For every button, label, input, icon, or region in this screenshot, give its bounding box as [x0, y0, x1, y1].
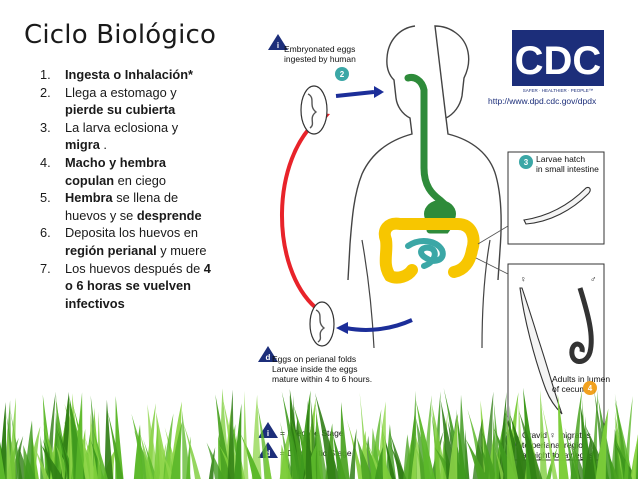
svg-text:4: 4: [588, 384, 593, 393]
list-item: 6. Deposita los huevos en región perianal…: [40, 224, 212, 259]
step-number: 6.: [40, 225, 51, 241]
stage-number-2: 2: [335, 67, 349, 81]
caption-stage-5: Gravid ♀ migrates: [522, 430, 591, 440]
list-item: 5. Hembra se llena de huevos y se despren…: [40, 189, 212, 224]
human-body-outline: [347, 25, 502, 281]
larva-icon: [523, 186, 591, 225]
caption-stage-1: Embryonated eggs: [284, 44, 355, 54]
legend-infective: = Infective Stage: [280, 428, 344, 438]
list-item: 2. Llega a estomago y pierde su cubierta: [40, 84, 212, 119]
large-intestine: [378, 217, 418, 284]
cdc-logo-tagline: SAFER · HEALTHIER · PEOPLE™: [523, 88, 593, 93]
list-item: 4. Macho y hembra copulan en ciego: [40, 154, 212, 189]
step-text-bold: región perianal: [65, 242, 157, 258]
caption-stage-5: to perianal region: [522, 440, 588, 450]
male-worm-icon: [569, 287, 594, 364]
slide-title: Ciclo Biológico: [24, 20, 217, 50]
male-symbol: ♂: [590, 274, 596, 284]
step-text: en ciego: [114, 172, 166, 188]
egg-perianal: [309, 301, 335, 347]
list-item: 3. La larva eclosiona y migra .: [40, 119, 212, 154]
step-text: Deposita los huevos en: [65, 225, 199, 241]
list-item: 1. Ingesta o Inhalación*: [40, 66, 212, 84]
stage-marker-diagnostic: d: [258, 346, 278, 362]
small-intestine: [405, 238, 446, 269]
step-text: Los huevos después de: [65, 260, 204, 276]
step-text: La larva eclosiona y: [65, 119, 179, 135]
stage-number-5: 5: [505, 433, 519, 447]
step-text: se llena de huevos y se: [65, 190, 179, 223]
cdc-logo-text: CDC: [515, 39, 602, 83]
life-cycle-diagram: CDC SAFER · HEALTHIER · PEOPLE™ http://w…: [250, 18, 618, 466]
svg-text:d: d: [266, 353, 271, 362]
cdc-logo: CDC SAFER · HEALTHIER · PEOPLE™: [512, 30, 604, 93]
caption-stage-3: Larvae hatch: [536, 154, 585, 164]
cycle-arrow-red: [280, 116, 322, 310]
step-text-bold: Ingesta o Inhalación*: [65, 67, 193, 82]
step-text-bold: Macho y hembra copulan: [65, 154, 166, 188]
step-text: .: [99, 137, 107, 153]
step-text-bold: Hembra: [65, 190, 113, 206]
svg-text:d: d: [266, 449, 271, 458]
caption-stage-4: of cecum: [552, 384, 587, 394]
step-text: Llega a estomago y: [65, 84, 177, 100]
svg-text:i: i: [277, 41, 279, 50]
step-text-bold: desprende: [136, 207, 202, 223]
step-number: 5.: [40, 190, 51, 206]
caption-stage-4: Adults in lumen: [552, 374, 610, 384]
step-text: y muere: [156, 242, 207, 258]
arrow-to-mouth: [335, 90, 375, 98]
caption-stage-5: at night to lay eggs: [522, 450, 593, 460]
female-symbol: ♀: [520, 274, 526, 284]
caption-stage-3: in small intestine: [536, 164, 599, 174]
caption-stage-6: Larvae inside the eggs: [272, 364, 358, 374]
step-text-bold: pierde su cubierta: [65, 102, 176, 118]
step-number: 7.: [40, 260, 51, 276]
step-number: 2.: [40, 84, 51, 100]
step-text-bold: 4 o 6 horas se vuelven infectivos: [65, 260, 211, 311]
svg-text:3: 3: [524, 158, 529, 167]
stage-3-box: 3 Larvae hatch in small intestine: [507, 151, 605, 245]
caption-stage-6: Eggs on perianal folds: [272, 354, 356, 364]
arrow-to-eggs: [345, 318, 413, 332]
step-number: 3.: [40, 119, 51, 135]
caption-stage-1: ingested by human: [284, 54, 356, 64]
cdc-url: http://www.dpd.cdc.gov/dpdx: [488, 96, 597, 106]
stage-marker-infective: i: [268, 34, 288, 50]
legend-diagnostic: = Diagnostic Stage: [280, 448, 352, 458]
step-number: 4.: [40, 154, 51, 170]
svg-text:5: 5: [510, 436, 515, 445]
list-item: 7. Los huevos después de 4 o 6 horas se v…: [40, 260, 212, 313]
step-text-bold: migra: [65, 137, 100, 153]
egg-embryonated: [300, 85, 328, 135]
caption-stage-6: mature within 4 to 6 hours.: [272, 374, 372, 384]
svg-text:2: 2: [340, 70, 345, 79]
svg-text:i: i: [267, 429, 269, 438]
life-cycle-steps: 1. Ingesta o Inhalación* 2. Llega a estoma…: [40, 66, 212, 312]
step-number: 1.: [40, 67, 51, 82]
legend: i = Infective Stage d = Diagnostic Stage: [258, 422, 352, 458]
